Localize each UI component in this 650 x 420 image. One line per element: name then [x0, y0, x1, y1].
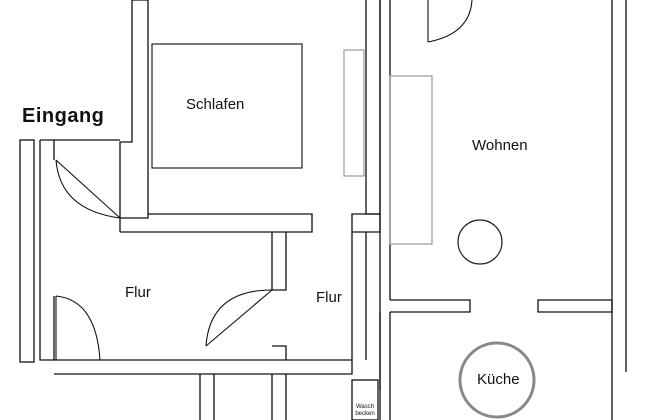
doors [55, 0, 473, 361]
kitchen-circle [458, 341, 536, 419]
furniture [151, 43, 536, 419]
room-label-kueche: Küche [477, 371, 520, 388]
entrance-door [55, 159, 121, 219]
wall-kueche-left [379, 312, 391, 420]
wall-flur-bottom [54, 359, 353, 420]
wall-flur-divider [271, 232, 287, 360]
table [457, 219, 503, 265]
sofa [389, 75, 433, 245]
fixture-label-waschbecken: Wasch becken [355, 404, 375, 417]
wardrobe [343, 49, 365, 177]
wall-flur-left-top [54, 139, 121, 232]
room-label-schlafen: Schlafen [186, 96, 245, 113]
wall-schlafen-right [365, 0, 381, 215]
wall-flur-right [351, 232, 367, 360]
wohnen-door [427, 0, 473, 43]
room-label-flur-right: Flur [316, 289, 342, 306]
room-label-wohnen: Wohnen [472, 137, 528, 154]
wall-schlafen-left [119, 0, 149, 219]
entrance-frame [19, 139, 35, 363]
wall-wohnen-kueche [390, 299, 613, 313]
wall-schlafen-bottom [120, 213, 313, 233]
entrance-label: Eingang [22, 105, 105, 127]
wall-flur-top-right [351, 213, 381, 233]
waschbecken-box [351, 379, 379, 420]
wall-wohnen-left [379, 0, 391, 390]
wall-entrance-outer [39, 139, 55, 361]
room-label-flur-left: Flur [125, 284, 151, 301]
bed [151, 43, 303, 169]
flur-door-middle [205, 289, 273, 347]
wall-outer-right [611, 0, 627, 420]
flur-door-left [55, 295, 101, 361]
